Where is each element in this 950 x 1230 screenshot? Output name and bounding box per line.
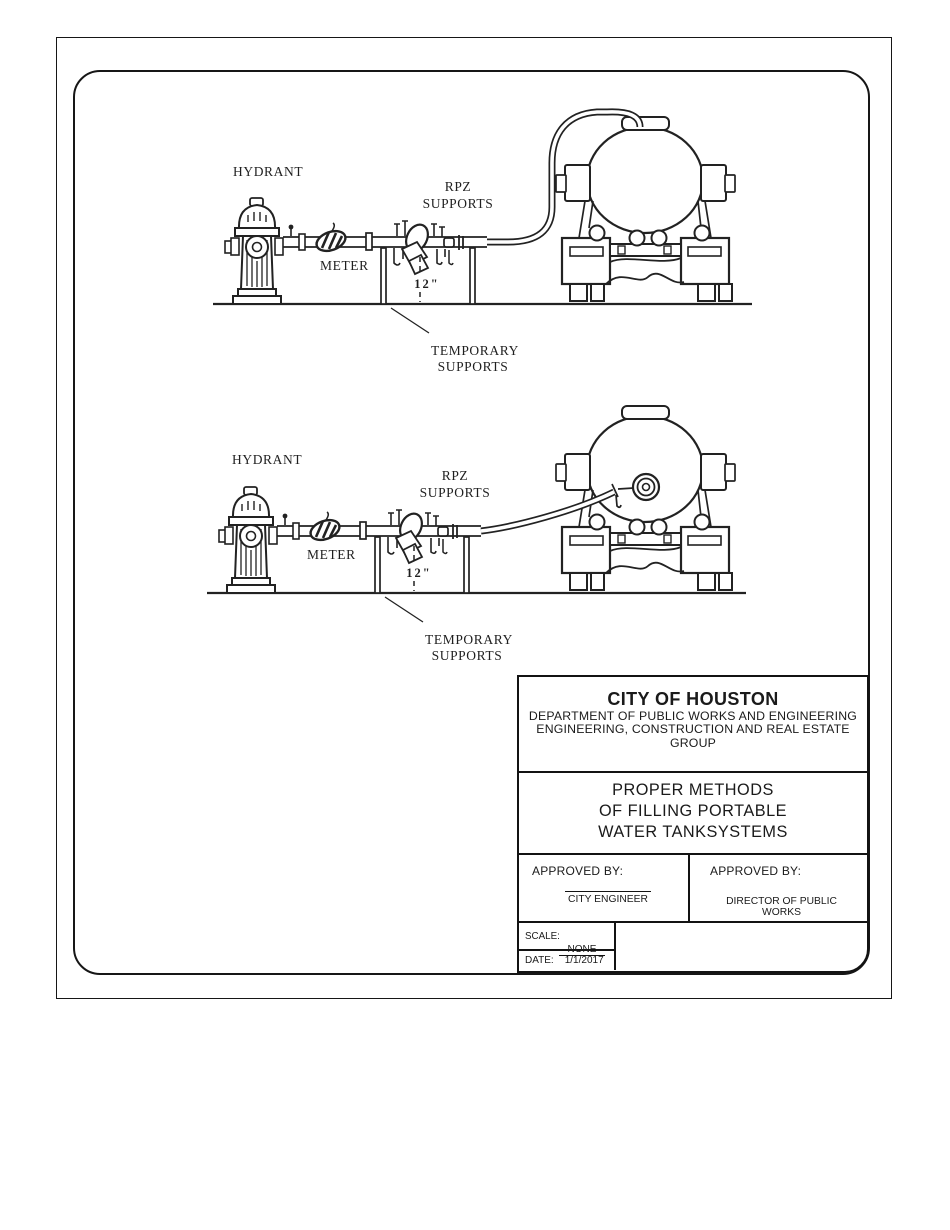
drawing-title-line3: WATER TANKSYSTEMS xyxy=(598,823,788,841)
approved-by-label: APPROVED BY: xyxy=(710,864,802,878)
temporary-supports-label-line1: TEMPORARY xyxy=(431,343,519,358)
department-line1: DEPARTMENT OF PUBLIC WORKS AND ENGINEERI… xyxy=(528,709,858,723)
approval-cell-city-engineer: APPROVED BY: CITY ENGINEER xyxy=(519,855,690,921)
temporary-supports-label-line1: TEMPORARY xyxy=(425,632,513,647)
title-block: CITY OF HOUSTON DEPARTMENT OF PUBLIC WOR… xyxy=(517,675,869,973)
approval-cell-director: APPROVED BY: DIRECTOR OF PUBLIC WORKS xyxy=(690,855,867,921)
tanker-truck-figure xyxy=(554,115,737,303)
temporary-supports-label-line2: SUPPORTS xyxy=(438,359,509,374)
scale-label: SCALE: xyxy=(525,931,560,942)
diagram-bottom-fill: HYDRANT RPZ SUPPORTS METER 12" TEMPORARY… xyxy=(207,404,746,663)
date-label: DATE: xyxy=(525,955,554,966)
fill-hose-over-top xyxy=(487,108,644,246)
approvals-row: APPROVED BY: CITY ENGINEER APPROVED BY: … xyxy=(519,855,867,923)
scale-cell: SCALE: NONE xyxy=(519,923,614,956)
drawing-title-line2: OF FILLING PORTABLE xyxy=(598,802,788,820)
date-cell: DATE: 1/1/2017 xyxy=(519,951,614,970)
meter-label: METER xyxy=(307,547,356,562)
hydrant-label: HYDRANT xyxy=(232,452,302,467)
date-value: 1/1/2017 xyxy=(564,955,604,966)
organization-name: CITY OF HOUSTON xyxy=(607,689,779,709)
rpz-label-line1: RPZ xyxy=(445,179,472,194)
approver-role: DIRECTOR OF PUBLIC WORKS xyxy=(726,896,837,918)
rpz-label-line2: SUPPORTS xyxy=(420,485,491,500)
scale-date-row: SCALE: NONE DATE: 1/1/2017 xyxy=(519,923,867,970)
clearance-dimension-label: 12" xyxy=(414,277,439,291)
diagram-top-fill: HYDRANT RPZ SUPPORTS METER 12" TEMPORARY… xyxy=(213,108,752,374)
empty-cell xyxy=(616,923,867,970)
drawing-title: PROPER METHODS OF FILLING PORTABLE WATER… xyxy=(519,773,867,855)
department-line2: ENGINEERING, CONSTRUCTION AND REAL ESTAT… xyxy=(536,722,850,737)
signature-line-city-engineer: CITY ENGINEER xyxy=(565,891,651,905)
outer-border xyxy=(56,37,892,999)
scale-date-column: SCALE: NONE DATE: 1/1/2017 xyxy=(519,923,616,970)
tank-side-port xyxy=(631,472,661,502)
scale-value: NONE xyxy=(559,944,605,956)
approved-by-label: APPROVED BY: xyxy=(532,864,624,878)
drawing-title-line1: PROPER METHODS xyxy=(612,781,774,799)
rpz-label-line1: RPZ xyxy=(442,468,469,483)
inner-border xyxy=(73,70,870,975)
clearance-dimension-label: 12" xyxy=(406,566,431,580)
meter-label: METER xyxy=(320,258,369,273)
hydrant-label: HYDRANT xyxy=(233,164,303,179)
title-block-header: CITY OF HOUSTON DEPARTMENT OF PUBLIC WOR… xyxy=(519,677,867,773)
fill-hose-to-side-port xyxy=(480,483,635,535)
department-line3: GROUP xyxy=(669,735,717,750)
rpz-label-line2: SUPPORTS xyxy=(423,196,494,211)
temporary-supports-label-line2: SUPPORTS xyxy=(432,648,503,663)
